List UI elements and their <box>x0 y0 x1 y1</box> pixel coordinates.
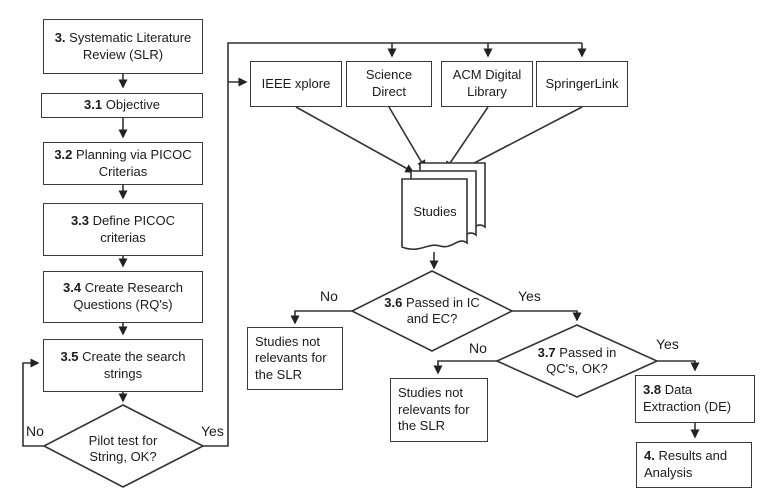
decision-qc-number: 3.7 <box>537 345 556 360</box>
node-data-extraction: 3.8 Data Extraction (DE) <box>635 375 755 423</box>
node-results-label: Results and Analysis <box>644 448 728 480</box>
edge-label-icec-no: No <box>320 288 338 304</box>
node-objective-label: Objective <box>105 97 160 113</box>
node-search-strings-number: 3.5 <box>60 348 79 364</box>
edge-acm-studies <box>445 106 489 171</box>
decision-icec-number: 3.6 <box>384 295 403 310</box>
node-not-relevant-2: Studies not relevants for the SLR <box>390 378 488 442</box>
decision-icec-shape <box>350 270 514 352</box>
decision-icec-label: 3.6 Passed in IC and EC? <box>382 295 482 328</box>
edge-pilot-no-loop <box>22 358 44 447</box>
decision-pilot-label: Pilot test for String, OK? <box>88 433 158 465</box>
node-studies-label: Studies <box>413 204 457 219</box>
node-slr-number: 3. <box>54 29 66 45</box>
edge-label-pilot-yes: Yes <box>201 423 224 439</box>
node-search-strings-label: Create the search strings <box>82 348 186 381</box>
node-acm-digital-library: ACM Digital Library <box>441 61 533 107</box>
node-results-number: 4. <box>644 448 655 464</box>
node-define-picoc: 3.3 Define PICOC criterias <box>43 203 203 256</box>
edge-qc-no <box>433 360 497 375</box>
node-slr-label: Systematic Literature Review (SLR) <box>69 29 192 62</box>
node-objective-number: 3.1 <box>84 97 103 113</box>
edge-label-qc-no: No <box>469 340 487 356</box>
node-ieee-xplore: IEEE xplore <box>250 61 342 107</box>
node-planning-number: 3.2 <box>54 146 73 162</box>
edge-label-pilot-no: No <box>26 423 44 439</box>
node-search-strings: 3.5 Create the search strings <box>43 339 203 392</box>
studies-doc-front <box>401 178 468 251</box>
node-science-direct: Science Direct <box>346 61 432 107</box>
node-research-questions-label: Create Research Questions (RQ's) <box>73 280 183 312</box>
node-not-relevant-2-label: Studies not relevants for the SLR <box>398 385 470 434</box>
node-research-questions: 3.4 Create Research Questions (RQ's) <box>43 271 203 323</box>
node-define-picoc-label: Define PICOC criterias <box>92 212 176 245</box>
edge-springer-studies <box>455 106 583 173</box>
edge-icec-no <box>290 310 352 325</box>
node-springerlink: SpringerLink <box>536 61 628 107</box>
node-research-questions-number: 3.4 <box>63 280 82 296</box>
node-not-relevant-1: Studies not relevants for the SLR <box>247 327 343 390</box>
node-not-relevant-1-label: Studies not relevants for the SLR <box>255 333 327 382</box>
decision-icec-text: Passed in IC and EC? <box>406 295 480 327</box>
edge-icec-yes <box>512 310 582 322</box>
decision-qc-shape <box>495 324 659 398</box>
edge-pilot-yes-rail <box>203 42 582 447</box>
node-data-extraction-number: 3.8 <box>643 382 662 398</box>
node-define-picoc-number: 3.3 <box>70 212 90 228</box>
decision-qc-text: Passed in QC's, OK? <box>546 345 617 377</box>
node-science-direct-label: Science Direct <box>365 67 413 99</box>
node-data-extraction-label: Data Extraction (DE) <box>643 382 732 414</box>
edge-ieee-studies <box>295 106 415 173</box>
edge-qc-yes <box>657 360 700 372</box>
edge-label-icec-yes: Yes <box>518 288 541 304</box>
node-results: 4. Results and Analysis <box>636 442 752 488</box>
node-objective: 3.1 Objective <box>41 93 203 118</box>
node-acm-digital-library-label: ACM Digital Library <box>452 67 522 99</box>
decision-qc-label: 3.7 Passed in QC's, OK? <box>527 345 627 378</box>
node-slr: 3. Systematic Literature Review (SLR) <box>43 19 203 74</box>
node-ieee-xplore-label: IEEE xplore <box>261 75 331 91</box>
edge-science-studies <box>388 106 426 170</box>
node-springerlink-label: SpringerLink <box>545 75 619 91</box>
decision-pilot-shape <box>42 404 205 488</box>
edge-label-qc-yes: Yes <box>656 336 679 352</box>
node-planning: 3.2 Planning via PICOC Criterias <box>43 142 203 185</box>
node-planning-label: Planning via PICOC Criterias <box>76 146 192 179</box>
